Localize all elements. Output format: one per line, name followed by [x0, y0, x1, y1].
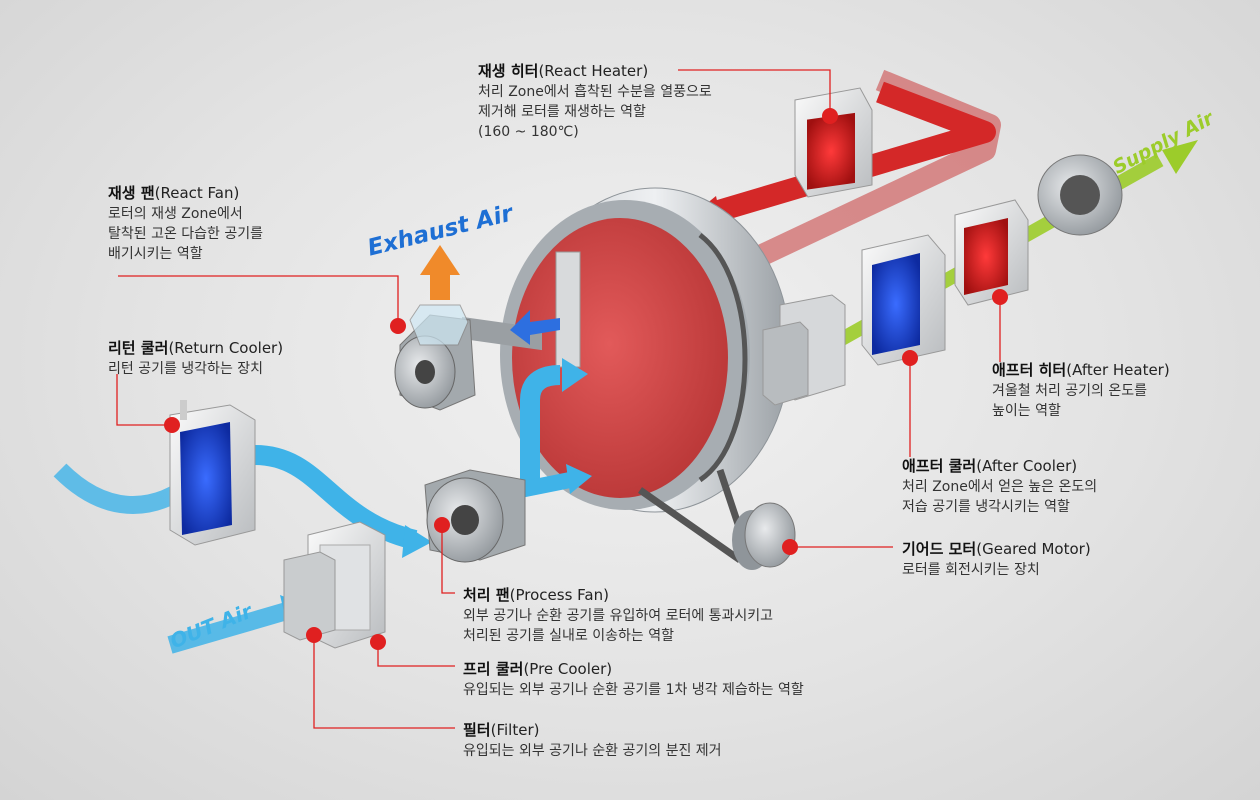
supply-air-arrowhead [1162, 140, 1198, 174]
label-filter: 필터(Filter) 유입되는 외부 공기나 순환 공기의 분진 제거 [463, 719, 722, 761]
after-heater-desc-2: 높이는 역할 [992, 403, 1061, 419]
return-cooler-desc-1: 리턴 공기를 냉각하는 장치 [108, 361, 264, 377]
after-cooler [861, 234, 946, 366]
leader-dots [164, 108, 1008, 650]
label-process-fan: 처리 팬(Process Fan) 외부 공기나 순환 공기를 유입하여 로터에… [463, 584, 773, 646]
react-heater-title: 재생 히터 [478, 62, 539, 80]
process-air-mid [518, 472, 572, 498]
out-air-flow [167, 601, 293, 654]
react-heater [794, 87, 873, 198]
pre-cooler-dot [370, 634, 386, 650]
label-return-cooler: 리턴 쿨러(Return Cooler) 리턴 공기를 냉각하는 장치 [108, 337, 283, 379]
react-heater-desc-1: 처리 Zone에서 흡착된 수분을 열풍으로 [478, 84, 712, 100]
process-air-up [520, 365, 561, 485]
react-fan-desc-1: 로터의 재생 Zone에서 [108, 206, 243, 222]
return-cooler-en: (Return Cooler) [168, 339, 284, 357]
filter-desc-1: 유입되는 외부 공기나 순환 공기의 분진 제거 [463, 743, 722, 759]
process-fan [424, 469, 526, 563]
geared-motor-en: (Geared Motor) [976, 540, 1091, 558]
react-fan-en: (React Fan) [154, 184, 240, 202]
return-cooler-arrowhead [402, 525, 432, 558]
label-react-fan: 재생 팬(React Fan) 로터의 재생 Zone에서 탈착된 고온 다습한… [108, 182, 263, 264]
process-fan-desc-2: 처리된 공기를 실내로 이송하는 역할 [463, 628, 674, 644]
geared-motor-desc-1: 로터를 회전시키는 장치 [902, 562, 1040, 578]
process-fan-dot [434, 517, 450, 533]
react-air-inner-arrow [510, 310, 560, 345]
react-heater-en: (React Heater) [538, 62, 649, 80]
process-filters-right [762, 294, 846, 406]
react-fan-desc-3: 배기시키는 역할 [108, 246, 203, 262]
geared-motor-title: 기어드 모터 [902, 540, 977, 558]
after-heater-dot [992, 289, 1008, 305]
supply-fan [1037, 154, 1123, 236]
after-heater-en: (After Heater) [1066, 361, 1170, 379]
process-air-mid-arrowhead [566, 464, 592, 494]
filter-en: (Filter) [490, 721, 540, 739]
react-fan-title: 재생 팬 [108, 184, 155, 202]
process-air-up-arrowhead [562, 358, 588, 392]
process-fan-title: 처리 팬 [463, 586, 510, 604]
pre-cooler-title: 프리 쿨러 [463, 660, 524, 678]
process-fan-desc-1: 외부 공기나 순환 공기를 유입하여 로터에 통과시키고 [463, 608, 774, 624]
filter-dot [306, 627, 322, 643]
after-cooler-dot [902, 350, 918, 366]
react-fan-dot [390, 318, 406, 334]
leader-lines [116, 69, 1001, 729]
react-heater-desc-2: 제거해 로터를 재생하는 역할 [478, 104, 646, 120]
return-cooler-title: 리턴 쿨러 [108, 339, 169, 357]
pre-cooler-en: (Pre Cooler) [523, 660, 613, 678]
return-cooler-dot [164, 417, 180, 433]
react-heater-desc-3: (160 ~ 180℃) [478, 124, 579, 140]
react-fan-desc-2: 탈착된 고온 다습한 공기를 [108, 226, 264, 242]
label-geared-motor: 기어드 모터(Geared Motor) 로터를 회전시키는 장치 [902, 538, 1091, 580]
pre-cooler-desc-1: 유입되는 외부 공기나 순환 공기를 1차 냉각 제습하는 역할 [463, 682, 804, 698]
label-after-heater: 애프터 히터(After Heater) 겨울철 처리 공기의 온도를 높이는 … [992, 359, 1170, 421]
geared-motor-dot [782, 539, 798, 555]
filter-unit [283, 551, 336, 641]
after-heater-desc-1: 겨울철 처리 공기의 온도를 [992, 383, 1148, 399]
label-react-heater: 재생 히터(React Heater) 처리 Zone에서 흡착된 수분을 열풍… [478, 60, 712, 142]
after-cooler-desc-2: 저습 공기를 냉각시키는 역할 [902, 499, 1070, 515]
after-heater [954, 199, 1029, 306]
label-after-cooler: 애프터 쿨러(After Cooler) 처리 Zone에서 얻은 높은 온도의… [902, 455, 1097, 517]
after-cooler-desc-1: 처리 Zone에서 얻은 높은 온도의 [902, 479, 1098, 495]
after-heater-title: 애프터 히터 [992, 361, 1067, 379]
label-pre-cooler: 프리 쿨러(Pre Cooler) 유입되는 외부 공기나 순환 공기를 1차 … [463, 658, 804, 700]
react-heater-dot [822, 108, 838, 124]
react-air-duct-upper [701, 81, 996, 226]
desiccant-rotor [500, 187, 791, 513]
filter-title: 필터 [463, 721, 491, 739]
return-cooler [169, 400, 256, 546]
process-fan-en: (Process Fan) [509, 586, 609, 604]
react-fan [394, 304, 542, 411]
geared-motor [732, 502, 796, 570]
exhaust-arrow [420, 245, 460, 300]
after-cooler-en: (After Cooler) [976, 457, 1078, 475]
after-cooler-title: 애프터 쿨러 [902, 457, 977, 475]
return-cooler-flow [254, 445, 418, 550]
